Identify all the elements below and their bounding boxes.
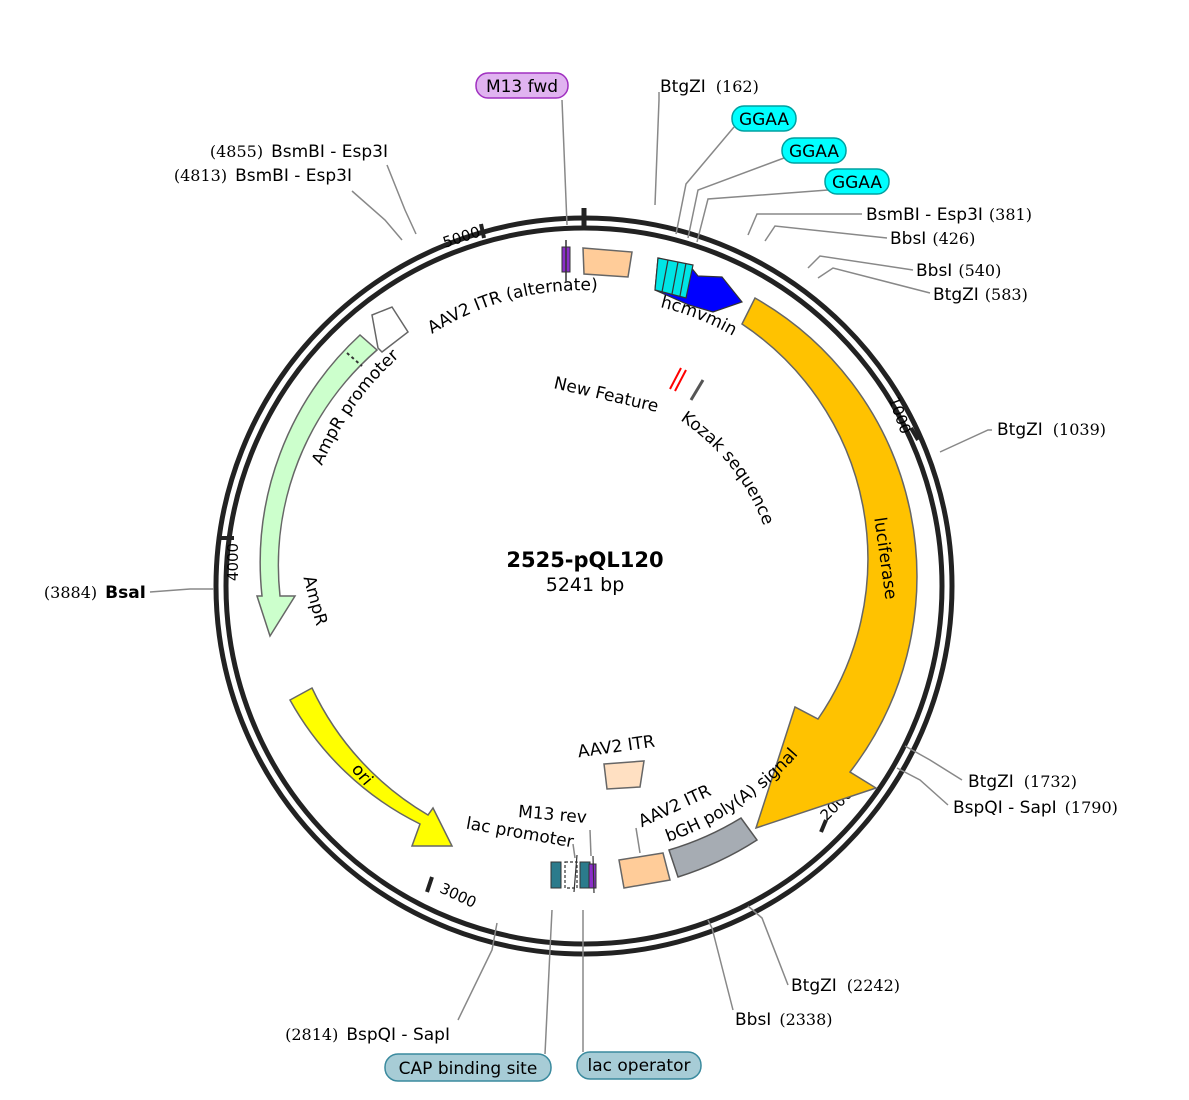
lac-marker-line [573,854,578,893]
ggaa-tag-1[interactable]: GGAA [731,105,797,132]
luciferase-feature[interactable] [741,296,918,830]
cap-binding-site-tag-text: CAP binding site [399,1059,538,1079]
site-label-bbsi-2338[interactable]: BbsI(2338) [735,1010,833,1030]
aav2-itr-feature[interactable] [618,852,671,889]
new-feature-label: New Feature [552,373,660,416]
aav2-itr-leader [635,827,641,854]
site-leader [457,922,498,1021]
site-label-btgzi-162[interactable]: BtgZI(162) [660,77,759,97]
plasmid-name: 2525-pQL120 [506,548,663,572]
ggaa-block [654,257,694,299]
tick-mark-2000 [819,819,828,833]
site-leader [747,905,789,986]
cap-binding-site-tag-bg [384,1053,552,1082]
ggaa-tag-bg [781,137,847,164]
m13-fwd-leader [561,99,568,226]
ggaa-tag-text: GGAA [739,110,789,130]
site-label-bsmbi-381[interactable]: BsmBI - Esp3I(381) [866,205,1032,225]
site-label-bsai-3884[interactable]: (3884)BsaI [44,583,146,603]
cap-leader [544,909,553,1055]
ggaa-divider [661,259,669,293]
m13-fwd-tag-bg [475,72,569,99]
ggaa-divider [679,262,687,297]
site-label-bbsi-426[interactable]: BbsI(426) [890,229,975,249]
lac-promoter-leader [572,843,576,859]
tick-mark-3000 [425,876,434,893]
kozak-mark[interactable] [689,379,705,401]
cap-site-feature[interactable] [550,861,562,889]
m13-rev-marker-line [592,855,595,894]
ggaa-leader [675,126,735,235]
tick-label-1000: 1000 [885,394,915,436]
ggaa-tag-2[interactable]: GGAA [781,137,847,164]
site-leader [807,255,914,271]
ori-feature[interactable] [288,686,454,847]
ampr-label: AmpR [299,574,332,628]
ggaa-divider [671,261,679,295]
site-leader [351,190,403,241]
new-feature-mark[interactable] [669,367,682,390]
kozak-label: Kozak sequence [677,408,778,528]
tick-mark-5000 [479,223,486,239]
site-label-btgzi-1039[interactable]: BtgZI(1039) [997,420,1106,440]
bgh-polya-feature[interactable] [668,816,759,878]
site-label-bsmbi-4855[interactable]: (4855)BsmBI - Esp3I [210,142,388,162]
ampr-feature[interactable] [255,333,379,638]
tick-label-4000: 4000 [224,543,242,581]
m13-rev-feature[interactable] [588,863,597,889]
lac-operator-tag-bg [576,1051,702,1080]
site-leader [904,745,963,781]
site-label-bsmbi-4813[interactable]: (4813)BsmBI - Esp3I [174,166,352,186]
site-label-bbsi-540[interactable]: BbsI(540) [916,261,1001,281]
ampr-promoter-feature[interactable] [371,306,410,353]
cap-binding-site-tag[interactable]: CAP binding site [384,1053,552,1082]
site-label-bspqi-2814[interactable]: (2814)BspQI - SapI [285,1025,450,1045]
ggaa-tag-3[interactable]: GGAA [824,168,890,195]
ggaa-tag-text: GGAA [832,173,882,193]
m13-fwd-tag[interactable]: M13 fwd [475,72,569,99]
aav2-itr-inner-feature[interactable] [603,760,645,790]
aav2-itr-alternate-feature[interactable] [582,247,633,278]
site-leader [149,588,214,593]
aav2-itr-alternate-label: AAV2 ITR (alternate) [424,275,598,338]
site-leader [764,225,888,242]
lac-promoter-feature[interactable] [564,861,578,889]
site-leader [939,429,992,453]
site-leader [747,213,862,236]
ggaa-tag-text: GGAA [789,142,839,162]
tick-label-3000: 3000 [437,879,479,911]
new-feature-mark [674,369,687,392]
ggaa-tag-bg [731,105,797,132]
plasmid-length: 5241 bp [546,574,625,596]
m13-rev-leader [589,829,592,857]
ggaa-leader [696,189,829,243]
site-leader [817,267,931,294]
lac-operator-tag[interactable]: lac operator [576,1051,702,1080]
site-leader [654,92,660,206]
site-leader [707,919,734,1011]
ggaa-leader [687,157,785,239]
site-label-btgzi-2242[interactable]: BtgZI(2242) [791,976,900,996]
lac-operator-tag-text: lac operator [587,1056,690,1076]
site-leader [896,767,949,806]
tick-mark-1000 [909,426,920,442]
m13-fwd-tag-text: M13 fwd [486,77,558,97]
site-label-btgzi-1732[interactable]: BtgZI(1732) [968,772,1077,792]
aav2-itr-inner-label: AAV2 ITR [576,732,656,763]
ggaa-tag-bg [824,168,890,195]
site-label-bspqi-1790[interactable]: BspQI - SapI(1790) [953,798,1118,818]
site-leader [386,164,417,235]
site-label-btgzi-583[interactable]: BtgZI(583) [933,285,1028,305]
